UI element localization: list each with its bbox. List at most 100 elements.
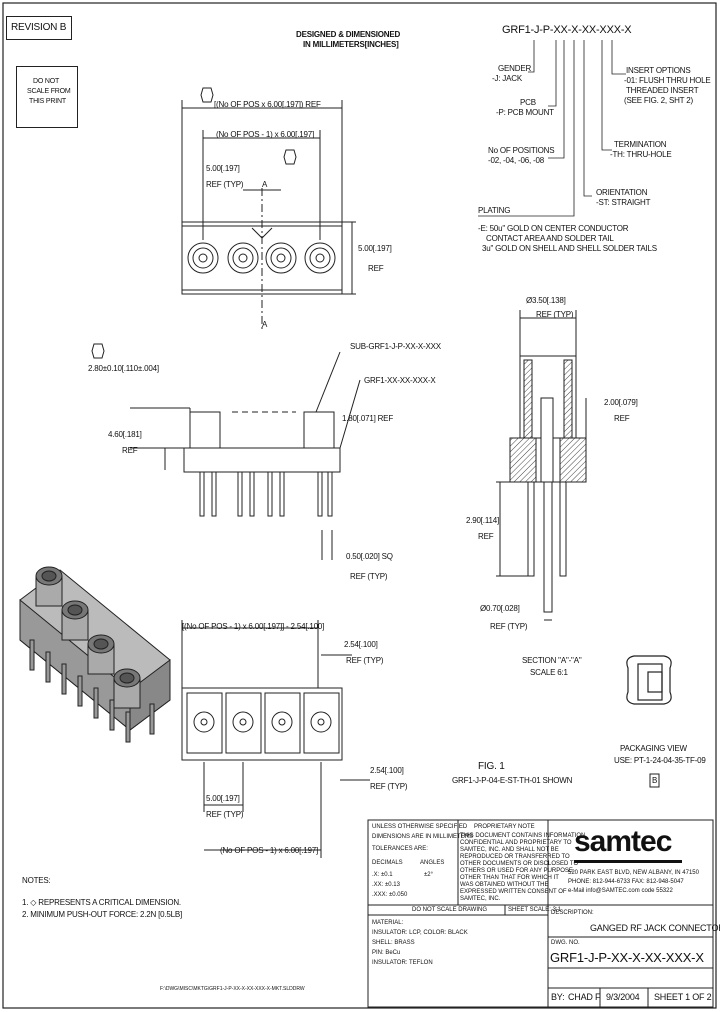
packaging-title: PACKAGING VIEW xyxy=(620,744,687,753)
company-email: e-Mail info@SAMTEC.com code 55322 xyxy=(568,888,673,894)
material-1: INSULATOR: LCP, COLOR: BLACK xyxy=(372,930,468,936)
drawn-by: CHAD F xyxy=(568,992,601,1002)
dim-sec-290-ref: REF xyxy=(478,532,494,541)
callout-plating-1: -E: 50u" GOLD ON CENTER CONDUCTOR xyxy=(478,224,629,233)
material-4: INSULATOR: TEFLON xyxy=(372,960,433,966)
packaging-rev: B xyxy=(652,776,658,785)
dim-top-pitch: (No OF POS - 1) x 6.00[.197] xyxy=(216,130,314,139)
prop-1: THIS DOCUMENT CONTAINS INFORMATION xyxy=(460,833,586,839)
dim-top-500-ref: REF (TYP) xyxy=(206,180,244,189)
dim-bot-500: 5.00[.197] xyxy=(206,794,240,803)
dim-side-280: 2.80±0.10[.110±.004] xyxy=(88,364,159,373)
sheet-scale: SHEET SCALE: 3:1 xyxy=(508,907,561,913)
title-block xyxy=(367,819,714,1008)
notes-title: NOTES: xyxy=(22,876,51,885)
prop-6: OTHERS OR USED FOR ANY PURPOSE xyxy=(460,868,573,874)
do-not-scale-box: DO NOT SCALE FROM THIS PRINT xyxy=(16,66,78,128)
dns-line-3: THIS PRINT xyxy=(29,98,66,105)
callout-plating-3: 3u" GOLD ON SHELL AND SHELL SOLDER TAILS xyxy=(482,244,657,253)
dim-side-ref: REF xyxy=(122,446,138,455)
callout-gender-title: GENDER xyxy=(498,64,532,73)
header-line-2: IN MILLIMETERS[INCHES] xyxy=(303,40,399,49)
callout-termination-title: TERMINATION xyxy=(614,140,667,149)
prop-9: EXPRESSED WRITTEN CONSENT OF xyxy=(460,889,567,895)
tol-title-3: TOLERANCES ARE: xyxy=(372,846,428,852)
dim-height-500: 5.00[.197] xyxy=(358,244,392,253)
callout-insert-1: -01: FLUSH THRU HOLE xyxy=(624,76,711,85)
part-code: GRF1-J-P-XX-X-XX-XXX-X xyxy=(502,24,632,36)
packaging-use: USE: PT-1-24-04-35-TF-09 xyxy=(614,756,706,765)
dim-bot-total: [(No OF POS - 1) x 6.00[.197]] - 2.54[.1… xyxy=(182,622,325,631)
isometric-view xyxy=(19,566,171,743)
tol-title-1: UNLESS OTHERWISE SPECIFIED xyxy=(372,824,468,830)
section-mark-top: A xyxy=(262,180,268,189)
fig1-caption: GRF1-J-P-04-E-ST-TH-01 SHOWN xyxy=(452,776,573,785)
samtec-logo: samtec xyxy=(574,825,672,858)
callout-positions-title: No OF POSITIONS xyxy=(488,146,555,155)
material-3: PIN: BeCu xyxy=(372,950,401,956)
section-label-1: SECTION "A"-"A" xyxy=(522,656,582,665)
tol-title-2: DIMENSIONS ARE IN MILLIMETERS xyxy=(372,834,474,840)
tol-col-decimals: DECIMALS xyxy=(372,860,403,866)
company-phone: PHONE: 812-944-6733 FAX: 812-948-5047 xyxy=(568,879,684,885)
callout-plating-2: CONTACT AREA AND SOLDER TAIL xyxy=(486,234,614,243)
dim-height-ref: REF xyxy=(368,264,384,273)
dim-sec-290: 2.90[.114] xyxy=(466,516,499,525)
dim-side-050-ref: REF (TYP) xyxy=(350,572,388,581)
dim-bot-500-ref: REF (TYP) xyxy=(206,810,244,819)
dim-side-050: 0.50[.020] SQ xyxy=(346,552,393,561)
dns-line-1: DO NOT xyxy=(33,78,60,85)
dim-top-500: 5.00[.197] xyxy=(206,164,240,173)
dim-bot-pitch: (No OF POS - 1) x 6.00[.197] xyxy=(220,846,318,855)
description-value: GANGED RF JACK CONNECTOR xyxy=(590,923,720,933)
dim-side-460: 4.60[.181] xyxy=(108,430,142,439)
do-not-scale-drawing: DO NOT SCALE DRAWING xyxy=(412,907,488,913)
dim-sec-200: 2.00[.079] xyxy=(604,398,638,407)
dwg-number: GRF1-J-P-XX-X-XX-XXX-X xyxy=(550,950,704,965)
material-title: MATERIAL: xyxy=(372,920,404,926)
dim-sec-070: Ø0.70[.028] xyxy=(480,604,520,613)
iso-jacks xyxy=(35,566,141,709)
section-mark-bottom: A xyxy=(262,320,268,329)
tol-col-angles: ANGLES xyxy=(420,860,445,866)
side-sub-label: SUB-GRF1-J-P-XX-X-XXX xyxy=(350,342,441,351)
prop-3: SAMTEC, INC. AND SHALL NOT BE xyxy=(460,847,559,853)
top-jack-3 xyxy=(265,242,297,274)
side-part-label: GRF1-XX-XX-XXX-X xyxy=(364,376,436,385)
prop-10: SAMTEC, INC. xyxy=(460,896,501,902)
dim-sec-070-ref: REF (TYP) xyxy=(490,622,528,631)
dwg-label: DWG. NO. xyxy=(551,940,580,946)
iso-pins xyxy=(29,639,155,743)
side-pins xyxy=(199,471,333,517)
tol-row-2: .XX: ±0.13 xyxy=(372,882,400,888)
callout-gender-value: -J: JACK xyxy=(492,74,522,83)
description-label: DESCRIPTION: xyxy=(551,910,594,916)
fig1-title: FIG. 1 xyxy=(478,761,505,772)
sheet-number: SHEET 1 OF 2 xyxy=(654,992,712,1002)
revision-box: REVISION B xyxy=(6,16,72,40)
prop-title: PROPRIETARY NOTE xyxy=(474,824,535,830)
prop-4: REPRODUCED OR TRANSFERRED TO xyxy=(460,854,570,860)
bottom-view xyxy=(181,620,370,858)
revision-label: REVISION B xyxy=(11,22,67,33)
top-jack-1 xyxy=(187,242,219,274)
prop-7: OTHER THAN THAT FOR WHICH IT xyxy=(460,875,559,881)
company-address: 520 PARK EAST BLVD, NEW ALBANY, IN 47150 xyxy=(568,870,699,876)
prop-8: WAS OBTAINED WITHOUT THE xyxy=(460,882,549,888)
callout-termination-value: -TH: THRU-HOLE xyxy=(610,150,672,159)
note-2: 2. MINIMUM PUSH-OUT FORCE: 2.2N [0.5LB] xyxy=(22,910,183,919)
dim-bot-254b-ref: REF (TYP) xyxy=(370,782,408,791)
callout-pcb-title: PCB xyxy=(520,98,536,107)
callout-plating-title: PLATING xyxy=(478,206,511,215)
callout-orientation-value: -ST: STRAIGHT xyxy=(596,198,651,207)
note-1: 1. ◇ REPRESENTS A CRITICAL DIMENSION. xyxy=(22,898,181,907)
header-line-1: DESIGNED & DIMENSIONED xyxy=(296,30,401,39)
callout-insert-title: INSERT OPTIONS xyxy=(626,66,691,75)
footer-path: F:\DWG\MISC\MKTG\GRF1-J-P-XX-X-XX-XXX-X-… xyxy=(160,986,305,992)
dim-sec-350: Ø3.50[.138] xyxy=(526,296,566,305)
dim-bot-254: 2.54[.100] xyxy=(344,640,378,649)
dim-bot-254-ref: REF (TYP) xyxy=(346,656,384,665)
dim-side-180: 1.80[.071] REF xyxy=(342,414,394,423)
callout-insert-3: (SEE FIG. 2, SHT 2) xyxy=(624,96,693,105)
